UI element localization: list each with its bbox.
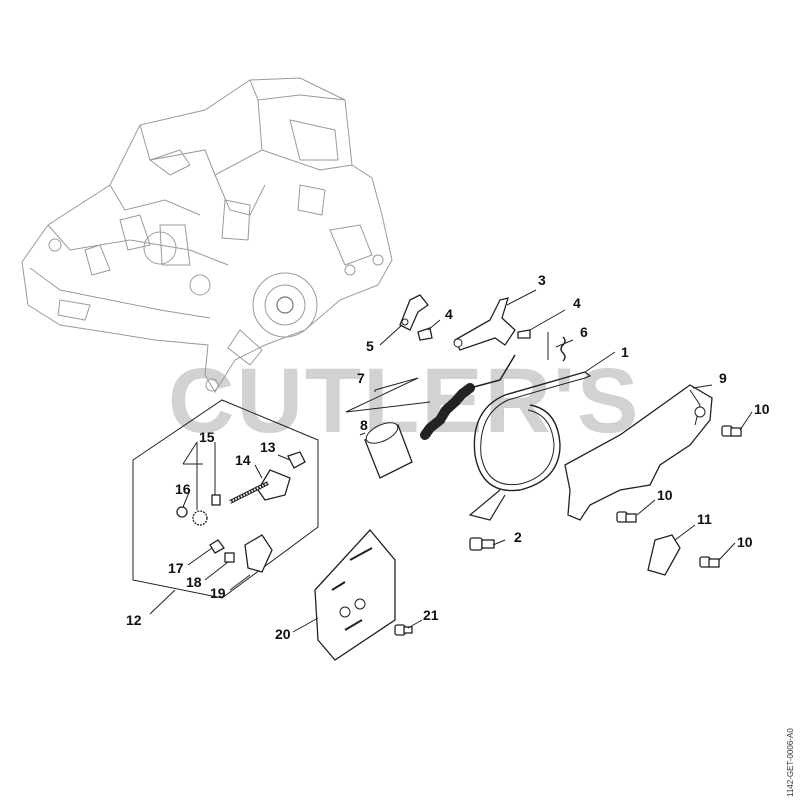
e-clip-right bbox=[517, 329, 531, 339]
callout-17: 17 bbox=[168, 560, 184, 576]
callout-19: 19 bbox=[210, 585, 226, 601]
callout-6: 6 bbox=[580, 324, 588, 340]
watermark-text: CUTLER'S bbox=[168, 350, 640, 452]
pin-lever bbox=[399, 294, 429, 331]
washer-part-16 bbox=[176, 506, 188, 518]
leader-lines bbox=[149, 289, 753, 633]
callout-10-middle: 10 bbox=[657, 487, 673, 503]
small-spring bbox=[547, 332, 566, 362]
screw-part-21 bbox=[394, 624, 413, 636]
chain-catcher bbox=[647, 534, 681, 576]
callout-20: 20 bbox=[275, 626, 291, 642]
brake-band bbox=[468, 371, 592, 521]
callout-10-lower: 10 bbox=[737, 534, 753, 550]
sprocket-cover bbox=[564, 384, 713, 521]
callout-8: 8 bbox=[360, 417, 368, 433]
callout-10-upper: 10 bbox=[754, 401, 770, 417]
gear-part-15 bbox=[192, 510, 208, 526]
kit-group-box bbox=[132, 399, 319, 599]
screw-part-10-middle bbox=[616, 511, 637, 523]
chain-guide-plate bbox=[314, 529, 396, 661]
callout-21: 21 bbox=[423, 607, 439, 623]
callout-18: 18 bbox=[186, 574, 202, 590]
sleeve bbox=[364, 422, 413, 479]
callout-13: 13 bbox=[260, 439, 276, 455]
callout-4-right: 4 bbox=[573, 295, 581, 311]
callout-1: 1 bbox=[621, 344, 629, 360]
callout-16: 16 bbox=[175, 481, 191, 497]
callout-7: 7 bbox=[357, 370, 365, 386]
callout-14: 14 bbox=[235, 452, 251, 468]
e-clip-left bbox=[417, 327, 433, 341]
screw-part-10-lower bbox=[699, 556, 720, 568]
callout-15: 15 bbox=[199, 429, 215, 445]
callout-9: 9 bbox=[719, 370, 727, 386]
callout-5: 5 bbox=[366, 338, 374, 354]
drawing-code: 1142-GET-0006-A0 bbox=[786, 728, 795, 797]
callout-labels: 1 2 3 4 4 5 6 7 8 9 10 10 10 11 12 13 14… bbox=[126, 272, 770, 642]
screw-part-2 bbox=[469, 537, 495, 551]
thrust-pad bbox=[209, 539, 225, 554]
brake-lever bbox=[453, 297, 516, 351]
tension-spring bbox=[420, 354, 516, 440]
screw-part-10-upper bbox=[721, 425, 742, 437]
callout-2: 2 bbox=[514, 529, 522, 545]
engine-housing-outline bbox=[21, 77, 393, 393]
adjusting-screw bbox=[211, 494, 221, 506]
screw-part-18 bbox=[224, 552, 235, 563]
tensioner-slide bbox=[229, 469, 291, 504]
callout-12: 12 bbox=[126, 612, 142, 628]
callout-4-left: 4 bbox=[445, 306, 453, 322]
nut-part-13 bbox=[287, 451, 306, 469]
cover-plate bbox=[244, 534, 273, 573]
callout-11: 11 bbox=[697, 511, 712, 527]
callout-3: 3 bbox=[538, 272, 546, 288]
